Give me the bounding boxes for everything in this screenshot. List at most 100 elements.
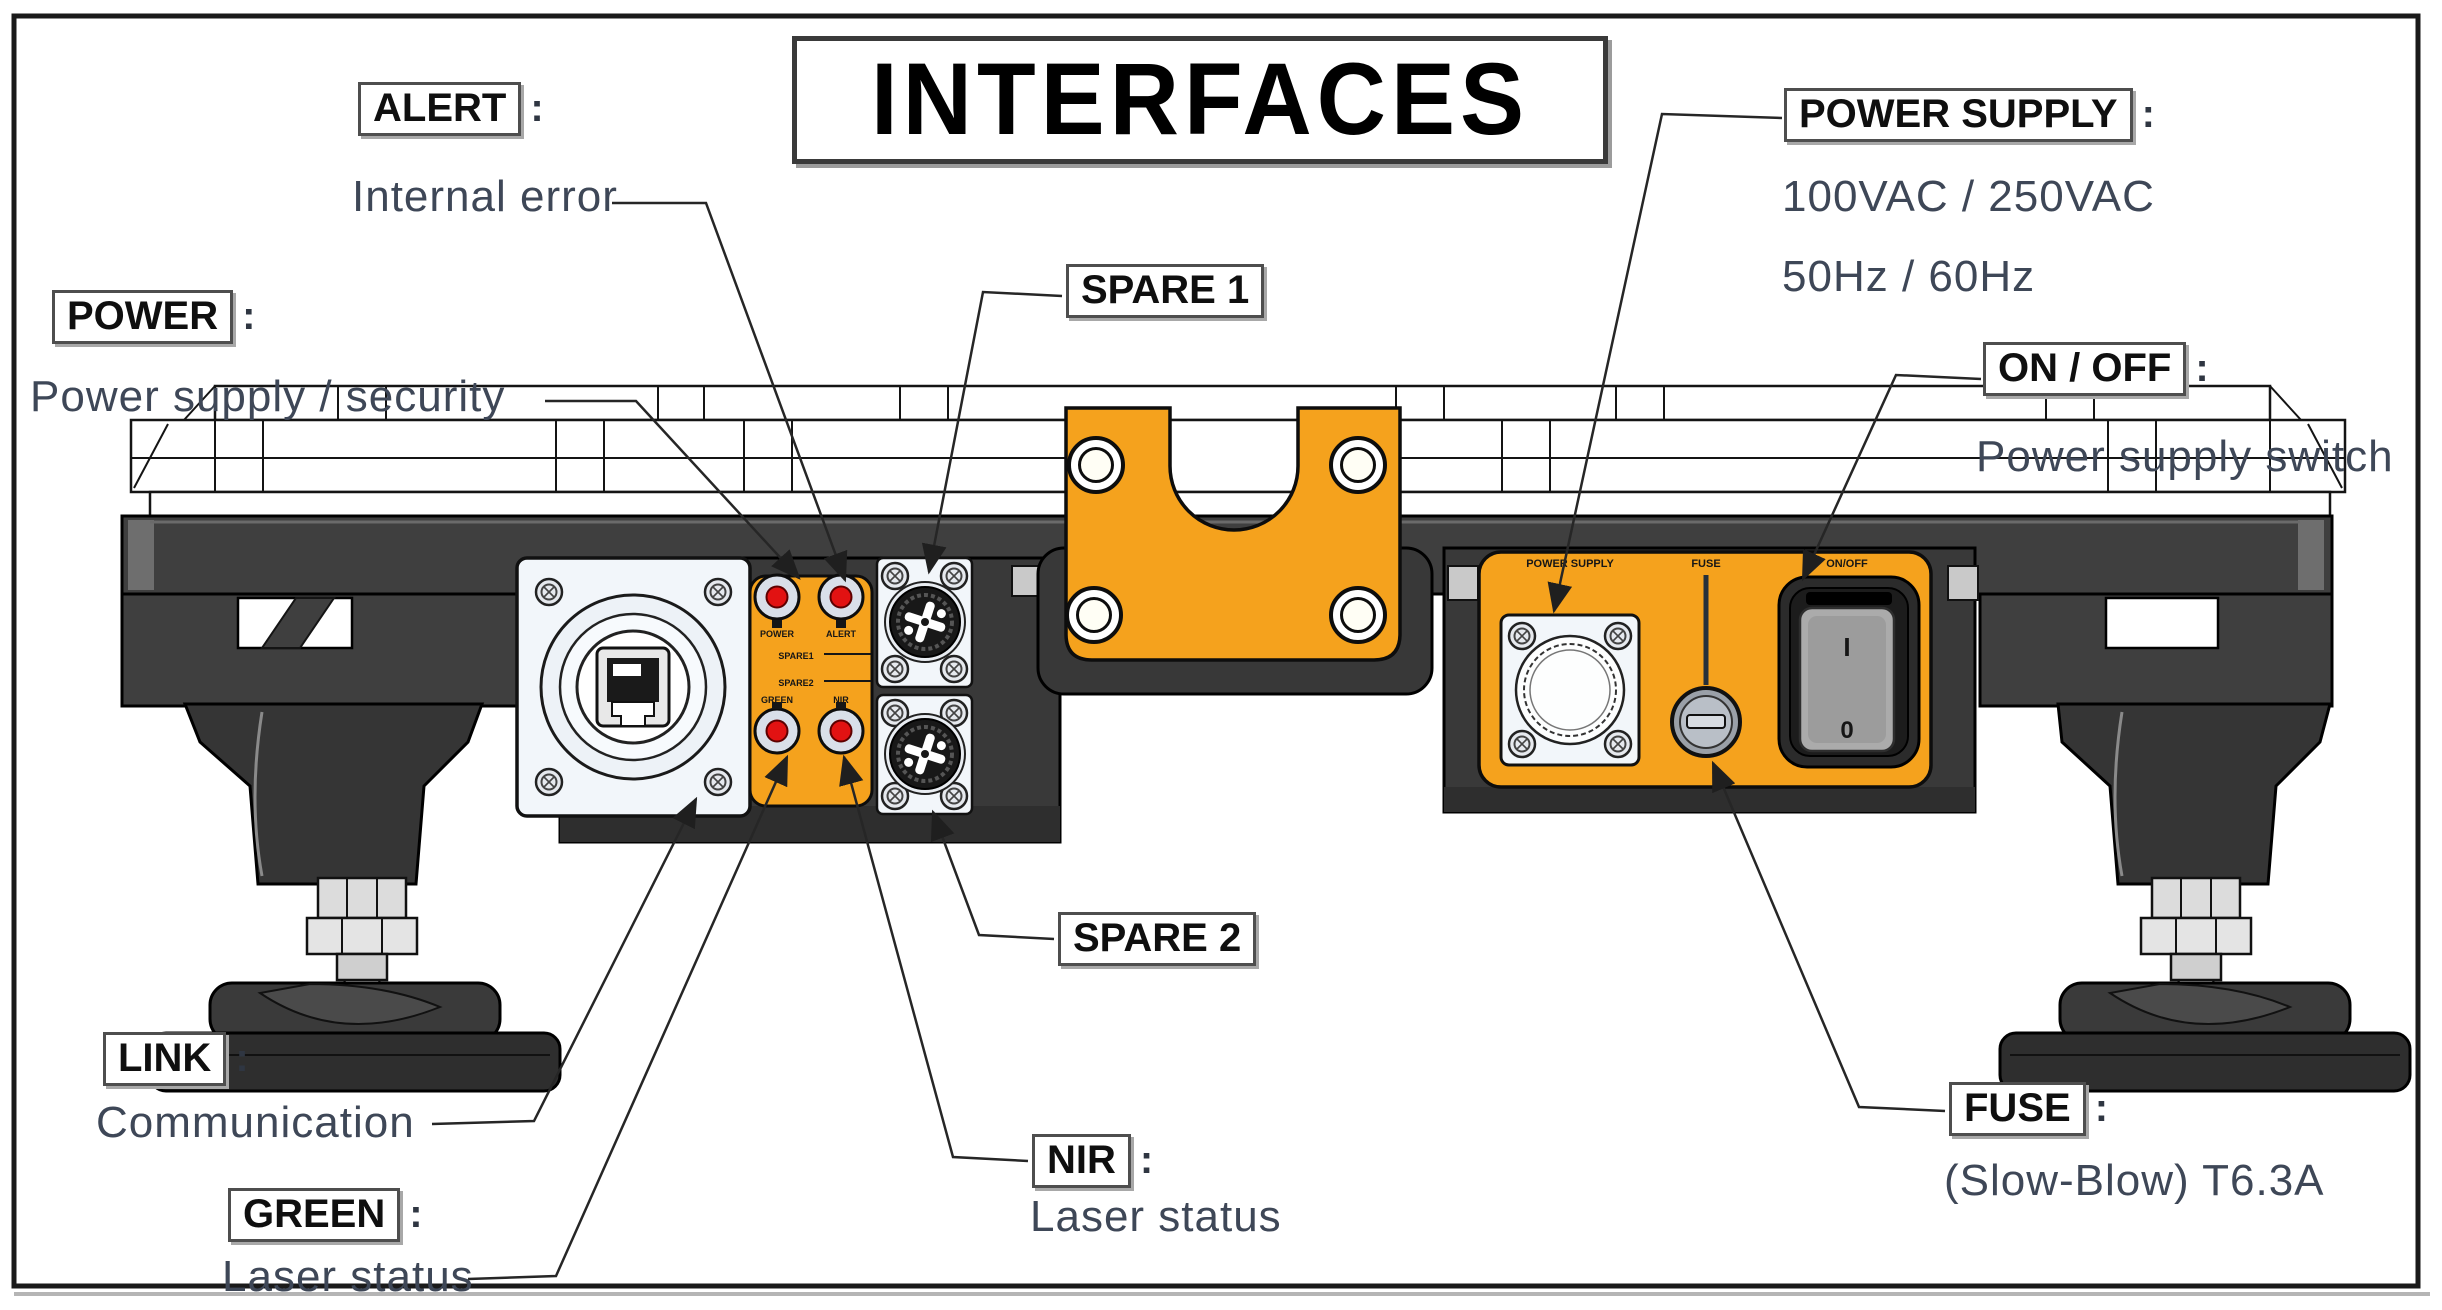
fuse-holder[interactable] <box>1670 575 1742 758</box>
colon: : <box>2195 346 2209 390</box>
fuse-desc: (Slow-Blow) T6.3A <box>1944 1156 2325 1205</box>
callout-spare1: SPARE 1 <box>1066 264 1265 318</box>
leader-onoff <box>1801 373 1982 582</box>
switch-off-mark: 0 <box>1840 717 1853 744</box>
left-foot-adjuster <box>305 876 419 998</box>
led-label-alert: ALERT <box>826 629 856 639</box>
right-foot <box>1998 981 2412 1093</box>
colon: : <box>530 86 544 130</box>
colon: : <box>242 294 256 338</box>
leader-nir <box>839 754 1029 1163</box>
callout-nir: NIR: <box>1032 1134 1153 1188</box>
switch-on-mark: I <box>1843 632 1850 662</box>
screw-icon <box>1065 586 1123 644</box>
m12-socket-icon <box>883 712 967 796</box>
screw-icon <box>703 767 733 797</box>
leader-link <box>431 796 698 1126</box>
power-desc: Power supply / security <box>30 372 506 421</box>
screw-icon <box>1603 729 1633 759</box>
link-connector <box>515 556 752 818</box>
callout-link: LINK: <box>103 1032 249 1086</box>
leader-power <box>545 399 801 580</box>
colon: : <box>235 1036 249 1080</box>
power-supply-desc-line2: 50Hz / 60Hz <box>1782 252 2036 301</box>
led-status-panel: POWER ALERT SPARE1 SPARE2 GREEN NIR <box>748 573 874 808</box>
center-bracket <box>1064 406 1402 662</box>
led-label-spare2: SPARE2 <box>778 678 813 688</box>
m12-socket-icon <box>883 580 967 664</box>
led-label-nir: NIR <box>833 695 849 705</box>
alert-tag: ALERT <box>358 82 522 136</box>
callout-spare2: SPARE 2 <box>1058 912 1257 966</box>
screw-icon <box>1507 621 1537 651</box>
colon: : <box>2094 1086 2109 1130</box>
page-frame <box>11 13 2430 1296</box>
callout-green: GREEN: <box>228 1188 423 1242</box>
onoff-desc: Power supply switch <box>1976 432 2394 481</box>
leader-power-supply <box>1547 112 1783 614</box>
screw-icon <box>1329 586 1387 644</box>
green-tag: GREEN <box>228 1188 401 1242</box>
alert-led-icon <box>817 573 865 621</box>
onoff-switch[interactable]: I 0 <box>1777 575 1921 769</box>
colon: : <box>1139 1138 1154 1182</box>
screw-icon <box>1603 621 1633 651</box>
power-panel: POWER SUPPLY FUSE ON/OFF I <box>1477 550 1933 789</box>
green-desc: Laser status <box>222 1252 474 1301</box>
power-led-icon <box>753 573 801 621</box>
right-foot-adjuster <box>2139 876 2253 998</box>
leader-alert <box>612 201 848 583</box>
leader-lines <box>431 112 1982 1281</box>
device-chassis <box>120 384 2412 1093</box>
screw-icon <box>703 577 733 607</box>
panel-label-onoff: ON/OFF <box>1826 558 1868 570</box>
screw-icon <box>1329 436 1387 494</box>
spare2-connector <box>875 693 974 816</box>
link-tag: LINK <box>103 1032 227 1086</box>
screw-icon <box>880 561 910 591</box>
right-leg <box>2056 702 2332 886</box>
link-desc: Communication <box>96 1098 415 1147</box>
leader-green <box>467 754 789 1281</box>
leader-fuse <box>1711 760 1946 1113</box>
screw-icon <box>880 654 910 684</box>
power-supply-socket <box>1499 613 1641 767</box>
onoff-tag: ON / OFF <box>1983 342 2187 396</box>
power-tag: POWER <box>52 290 234 344</box>
spare1-tag: SPARE 1 <box>1066 264 1265 318</box>
green-led-icon <box>753 707 801 755</box>
screw-icon <box>939 654 969 684</box>
screw-icon <box>534 767 564 797</box>
callout-power: POWER: <box>52 290 255 344</box>
led-label-power: POWER <box>760 629 795 639</box>
panel-label-fuse: FUSE <box>1691 558 1720 570</box>
nir-desc: Laser status <box>1030 1192 1282 1241</box>
led-label-green: GREEN <box>761 695 793 705</box>
nir-tag: NIR <box>1032 1134 1131 1188</box>
callout-fuse: FUSE: <box>1949 1082 2108 1136</box>
spare2-tag: SPARE 2 <box>1058 912 1257 966</box>
spare1-connector <box>875 556 974 689</box>
alert-desc: Internal error <box>352 172 618 221</box>
colon: : <box>2141 92 2155 136</box>
left-leg <box>182 702 485 886</box>
nir-led-icon <box>817 707 865 755</box>
led-label-spare1: SPARE1 <box>778 651 813 661</box>
top-plate <box>129 418 2347 494</box>
callout-power-supply: POWER SUPPLY: <box>1784 88 2155 142</box>
screw-icon <box>534 577 564 607</box>
title-box: INTERFACES <box>792 36 1608 164</box>
power-supply-desc-line1: 100VAC / 250VAC <box>1782 172 2155 221</box>
leader-spare2 <box>930 809 1055 941</box>
page-title: INTERFACES <box>870 42 1530 157</box>
screw-icon <box>1067 436 1125 494</box>
callout-onoff: ON / OFF: <box>1983 342 2209 396</box>
colon: : <box>409 1192 423 1236</box>
screw-icon <box>1507 729 1537 759</box>
callout-alert: ALERT: <box>358 82 544 136</box>
panel-label-power-supply: POWER SUPPLY <box>1526 558 1614 570</box>
top-rail <box>213 384 2272 422</box>
fuse-tag: FUSE <box>1949 1082 2086 1136</box>
